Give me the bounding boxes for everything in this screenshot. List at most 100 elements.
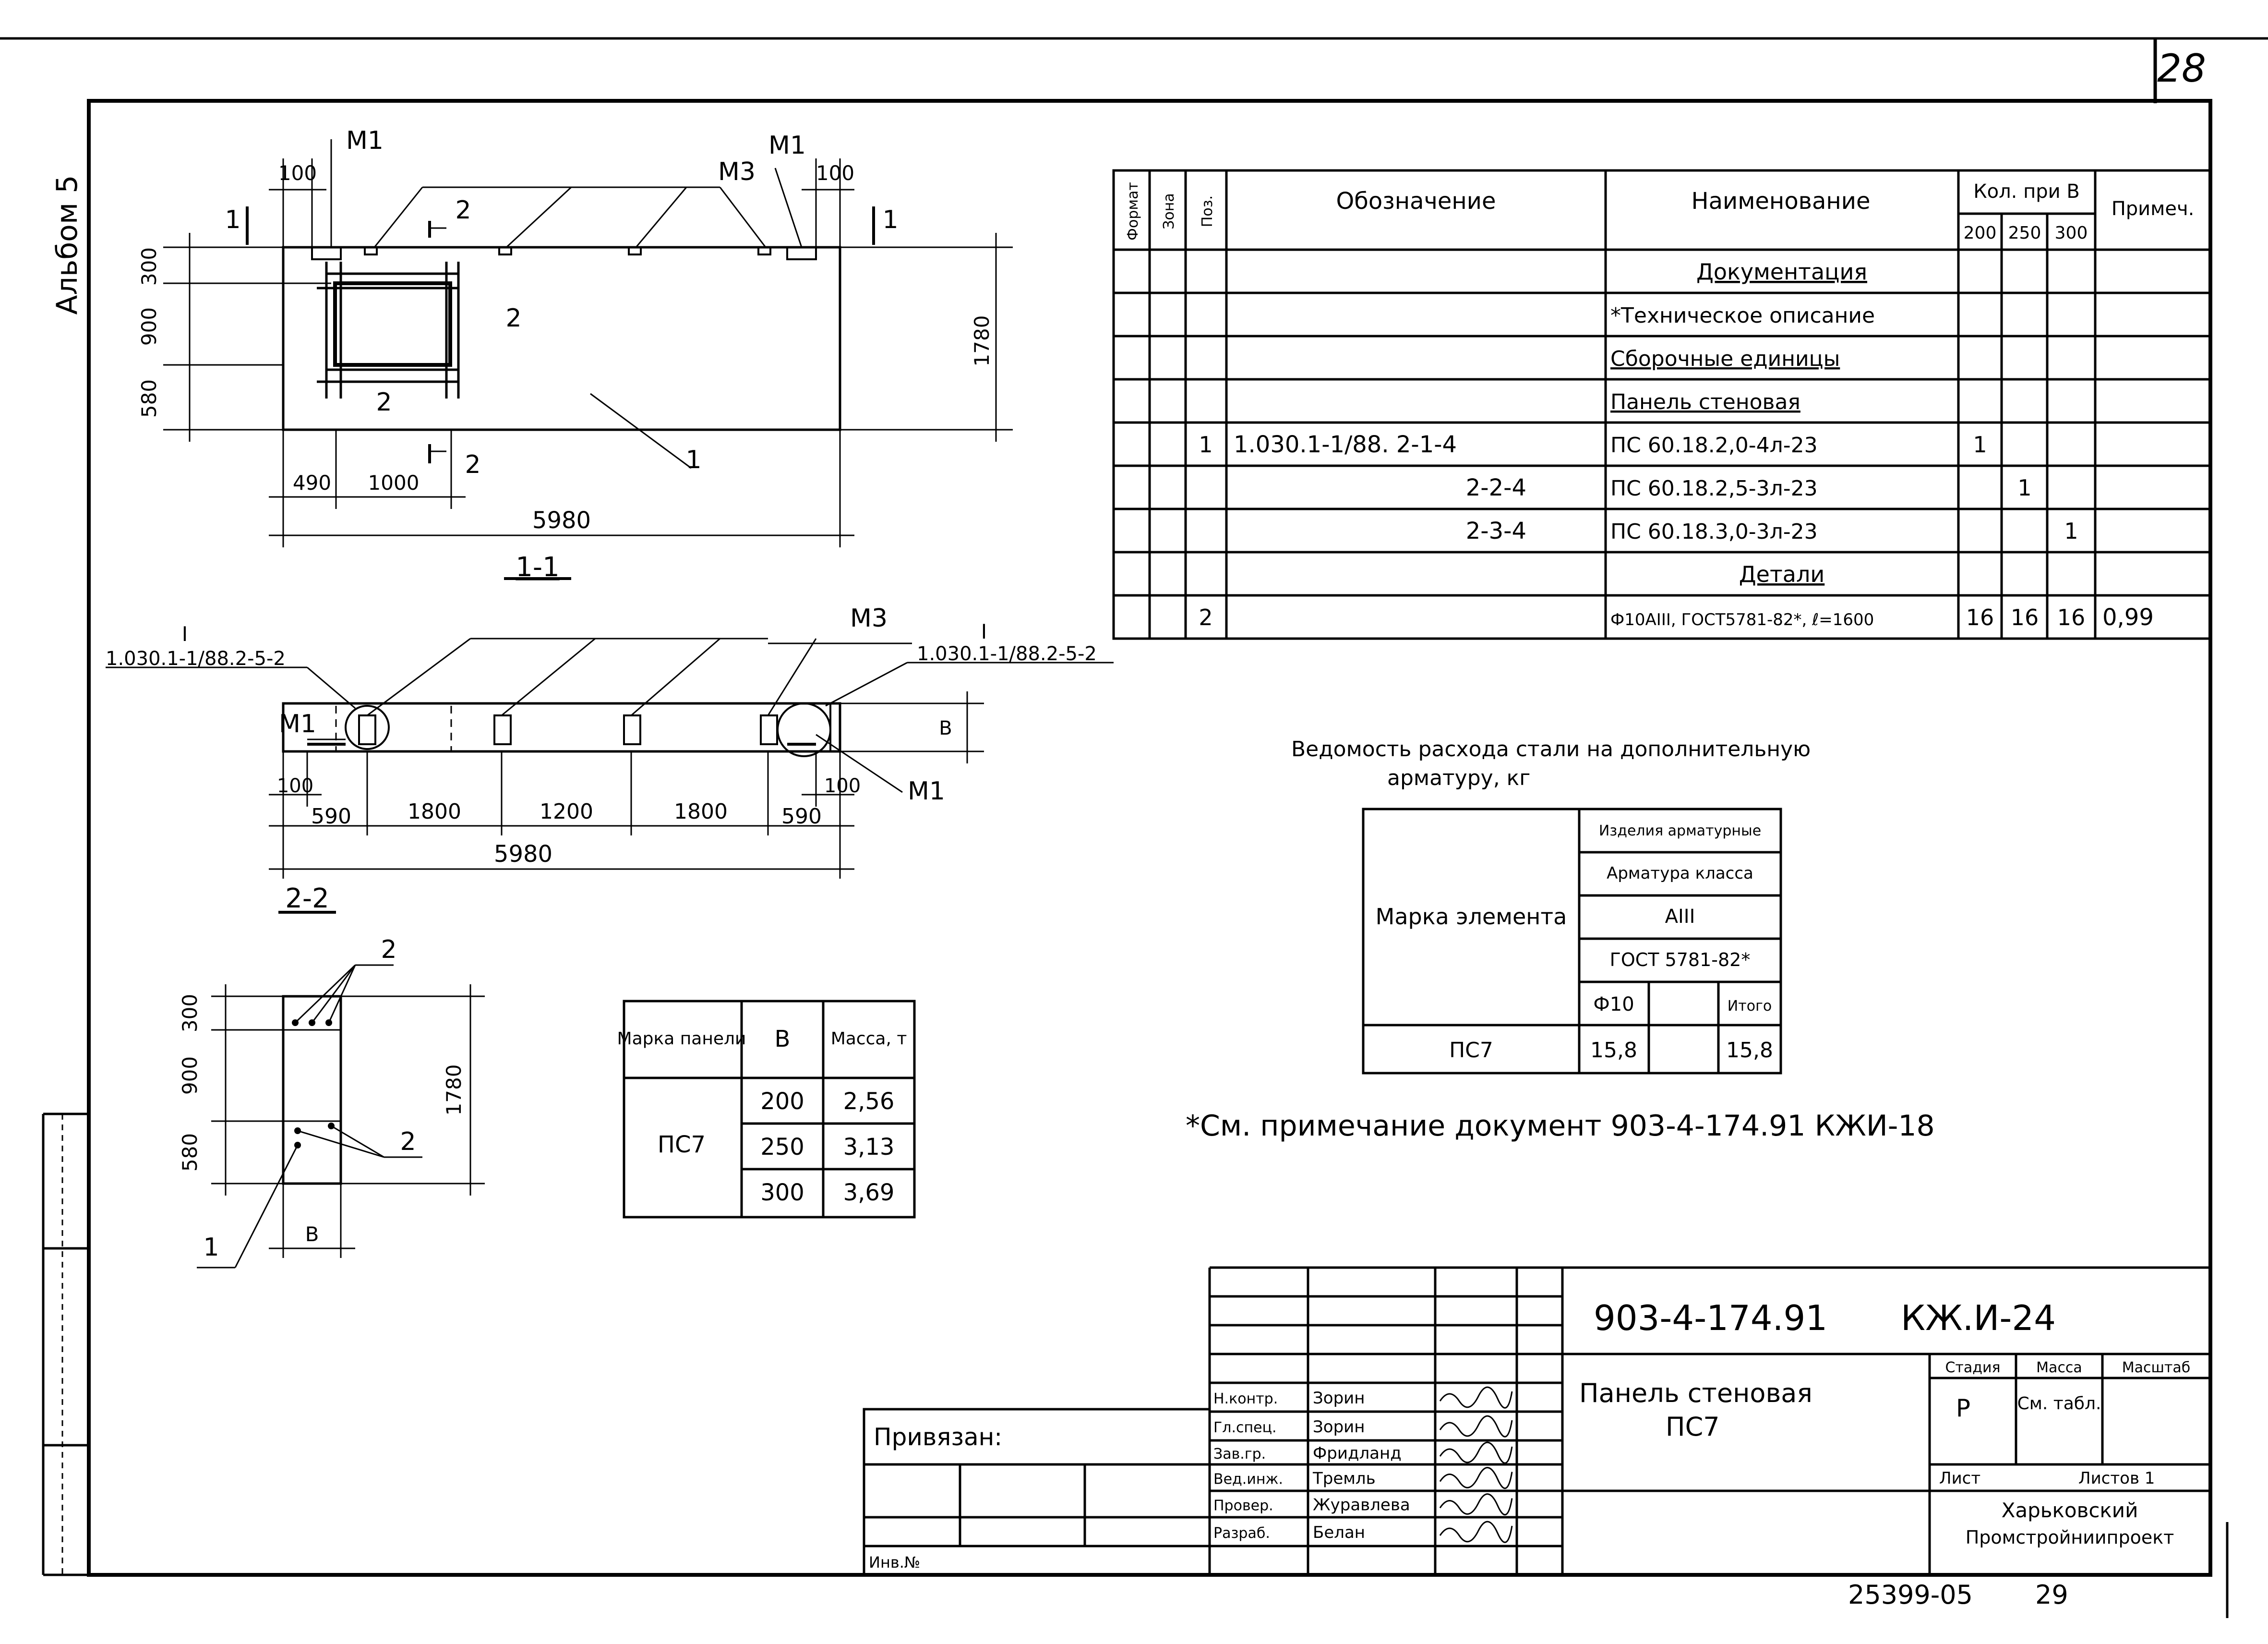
tb-scale-label: Масштаб [2122,1359,2191,1376]
signature-scribble [1439,1415,1513,1438]
plan-view: М1 М1 М3 100 100 300 900 580 1780 490 10… [137,126,1013,583]
signature-scribble [1439,1467,1513,1489]
steel-title-line2: арматуру, кг [1387,766,1530,790]
tb-signature-role: Провер. [1213,1498,1273,1514]
spec-table: Формат Зона Поз. Обозначение Наименовани… [1112,169,2212,640]
spec-header-pos: Поз. [1199,195,1216,227]
sec22-dim-300: 300 [178,994,202,1032]
tb-signature-name: Белан [1313,1523,1365,1542]
tb-sheet-label: Лист [1939,1469,1980,1488]
tb-signature-role: Вед.инж. [1213,1471,1283,1488]
sec11-ref-right: 1.030.1-1/88.2-5-2 [917,643,1097,665]
signature-scribble [1439,1386,1513,1409]
spec-row-q200: 1 [1973,432,1987,458]
spec-row-q300: 1 [2064,518,2078,544]
signature-scribble [1439,1441,1513,1464]
footnote: *См. примечание документ 903-4-174.91 КЖ… [1186,1109,1935,1143]
spec-row-name: Документация [1696,259,1867,285]
steel-h-f10: Ф10 [1593,993,1634,1015]
steel-table: Ведомость расхода стали на дополнительну… [1291,737,1811,1075]
mass-table-mass-2: 3,69 [843,1179,895,1206]
sec22-dim-1780: 1780 [442,1064,466,1116]
sec22-dim-900: 900 [178,1056,202,1095]
tb-signature-name: Журавлева [1313,1496,1410,1515]
sec11-title: 2-2 [285,883,329,914]
tb-signature-name: Зорин [1313,1417,1365,1437]
steel-h-products: Изделия арматурные [1599,822,1761,839]
steel-row-f10: 15,8 [1590,1038,1637,1063]
sec22-pos-1: 1 [203,1233,219,1262]
page-number: 28 [2157,46,2206,91]
steel-h-class: Арматура класса [1607,864,1753,883]
sec11-ref-right-roman: I [981,620,987,643]
spec-row-name: Панель стеновая [1610,390,1800,414]
spec-row-name: ПС 60.18.2,0-4л-23 [1610,433,1818,458]
tb-mass: См. табл. [2017,1394,2101,1414]
plan-dim-1000: 1000 [368,471,420,495]
spec-header-qty: Кол. при В [1973,181,2080,203]
spec-header-name: Наименование [1691,188,1870,215]
tb-title-line1: Панель стеновая [1579,1378,1812,1408]
sec11-ref-left-roman: I [182,622,188,646]
sec11-mark-m1-right: М1 [908,777,945,806]
spec-row-name: *Техническое описание [1610,303,1875,328]
spec-row-pos: 2 [1199,604,1212,630]
tb-inv-label: Инв.№ [869,1553,920,1571]
tb-signature-name: Фридланд [1313,1444,1402,1463]
sec22-dim-b: В [305,1222,319,1246]
tb-stage: Р [1956,1394,1970,1422]
plan-pos-2-c: 2 [376,388,392,417]
title-block: 903-4-174.91 КЖ.И-24 Панель стеновая ПС7… [863,1266,2210,1576]
section-2-2-view: 2 2 1 300 900 580 1780 В [178,935,485,1269]
tb-signature-role: Разраб. [1213,1525,1270,1542]
plan-dim-300: 300 [137,247,161,286]
mass-table-b-0: 200 [760,1088,804,1115]
plan-mark-m1-right: М1 [768,131,806,160]
tb-title-line2: ПС7 [1666,1412,1720,1442]
tb-signature-name: Тремль [1312,1469,1376,1488]
plan-dim-100-right: 100 [816,161,854,185]
sec11-dim-100-left: 100 [277,775,313,797]
sec22-dim-580: 580 [178,1133,202,1172]
plan-dim-1780: 1780 [970,315,994,367]
bottom-page: 29 [2035,1580,2068,1610]
spec-row-note: 0,99 [2102,604,2154,631]
tb-doc: КЖ.И-24 [1901,1298,2056,1338]
sec11-dim-1800-a: 1800 [408,799,461,824]
plan-cut-1-right: 1 [882,206,898,234]
section-1-1-view: I 1.030.1-1/88.2-5-2 I 1.030.1-1/88.2-5-… [106,604,1114,914]
plan-pos-1: 1 [685,446,701,474]
steel-row-mark: ПС7 [1449,1038,1493,1063]
spec-row-q250: 1 [2017,475,2031,501]
plan-dim-900: 900 [137,307,161,346]
spec-header-format: Формат [1125,182,1141,241]
plan-dim-490: 490 [293,471,331,495]
plan-dim-5980: 5980 [532,507,591,534]
sec11-dim-100-right: 100 [824,775,861,797]
plan-mark-m3: М3 [718,157,756,186]
sec11-dim-b: В [939,717,952,739]
mass-table-mass-1: 3,13 [843,1134,895,1160]
tb-signature-role: Н.контр. [1213,1390,1278,1407]
spec-row-designation: 2-2-4 [1466,474,1526,501]
signature-scribble [1439,1521,1513,1543]
spec-header-qty-200: 200 [1964,223,1997,243]
tb-signature-role: Зав.гр. [1213,1446,1266,1463]
spec-row-designation: 2-3-4 [1466,518,1526,544]
plan-mark-m1-left: М1 [346,126,384,155]
tb-stage-label: Стадия [1945,1359,2000,1376]
spec-row-q300: 16 [2057,604,2086,630]
plan-pos-2-a: 2 [455,196,471,225]
tb-signatures: Н.контр.ЗоринГл.спец.ЗоринЗав.гр.Фридлан… [1213,1386,1513,1543]
steel-mark-header: Марка элемента [1376,904,1567,930]
tb-signature-role: Гл.спец. [1213,1419,1277,1436]
signature-scribble [1439,1493,1513,1516]
spec-row-name: Ф10АIII, ГОСТ5781-82*, ℓ=1600 [1610,610,1874,629]
mass-table-mark: ПС7 [658,1131,706,1158]
plan-pos-2-d: 2 [465,450,480,479]
tb-sheets-label: Листов 1 [2078,1469,2155,1488]
plan-pos-2-b: 2 [505,304,521,333]
tb-mass-label: Масса [2036,1359,2082,1376]
steel-h-gost: ГОСТ 5781-82* [1610,949,1751,970]
